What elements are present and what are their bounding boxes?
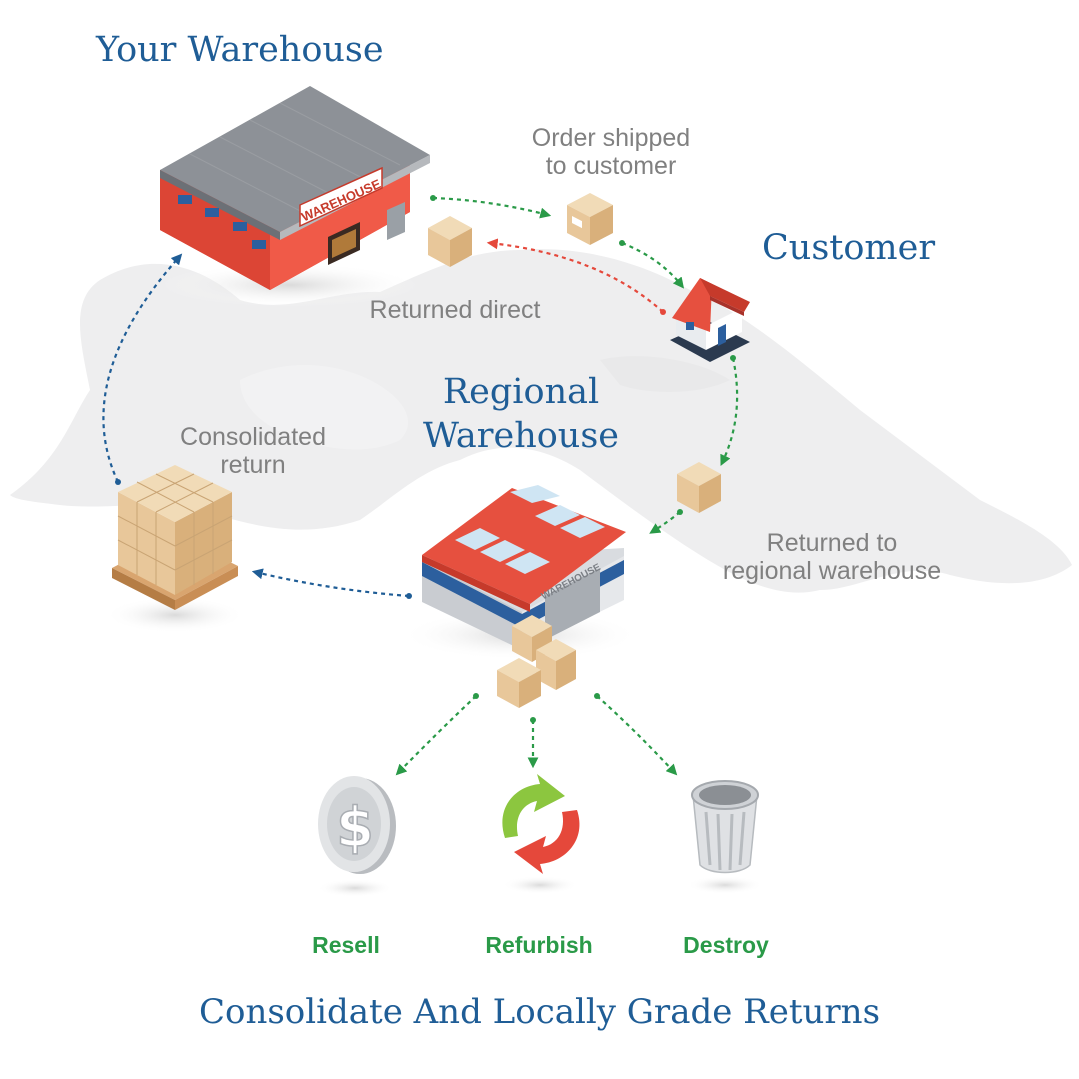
destroy-label: Destroy xyxy=(683,932,769,958)
customer-house xyxy=(670,278,750,362)
customer-title: Customer xyxy=(762,228,936,268)
box-returned-regional xyxy=(677,462,721,513)
refurbish-label: Refurbish xyxy=(485,932,593,958)
pallet-of-boxes xyxy=(112,465,238,610)
consolidated-return-label-line2: return xyxy=(220,451,286,479)
world-map-background xyxy=(10,249,1072,593)
arrow-pallet-to-your-warehouse xyxy=(102,253,183,483)
dollar-coin-icon: $ xyxy=(318,776,396,874)
returned-regional-label-line1: Returned to xyxy=(766,529,898,557)
your-warehouse-title: Your Warehouse xyxy=(96,30,384,70)
returned-direct-label: Returned direct xyxy=(369,296,541,324)
consolidated-return-label-line1: Consolidated xyxy=(180,423,326,451)
order-shipped-label-line2: to customer xyxy=(545,152,677,180)
arrow-warehouse-to-order xyxy=(432,196,552,219)
flow-arrows xyxy=(102,195,739,776)
arrow-customer-to-regional-box xyxy=(720,357,739,466)
resell-label: Resell xyxy=(312,932,380,958)
order-shipped-label-line1: Order shipped xyxy=(531,124,691,152)
refresh-cycle-icon xyxy=(502,774,580,874)
returned-regional-label-line2: regional warehouse xyxy=(722,557,942,585)
arrow-to-resell xyxy=(395,695,477,776)
trash-can-icon xyxy=(691,780,759,874)
box-returned-direct xyxy=(428,216,472,267)
arrow-regional-to-pallet xyxy=(251,568,410,598)
regional-warehouse-title-line2: Warehouse xyxy=(422,416,620,456)
box-order-shipped xyxy=(567,193,613,245)
svg-text:$: $ xyxy=(336,796,374,859)
arrow-customer-to-direct-return xyxy=(486,238,664,313)
box-stack-regional xyxy=(497,615,576,708)
diagram-footer-caption: Consolidate And Locally Grade Returns xyxy=(198,992,881,1032)
regional-warehouse-title-line1: Regional xyxy=(442,372,600,412)
your-warehouse-building: WAREHOUSE xyxy=(160,86,430,290)
arrow-to-destroy xyxy=(596,695,678,776)
